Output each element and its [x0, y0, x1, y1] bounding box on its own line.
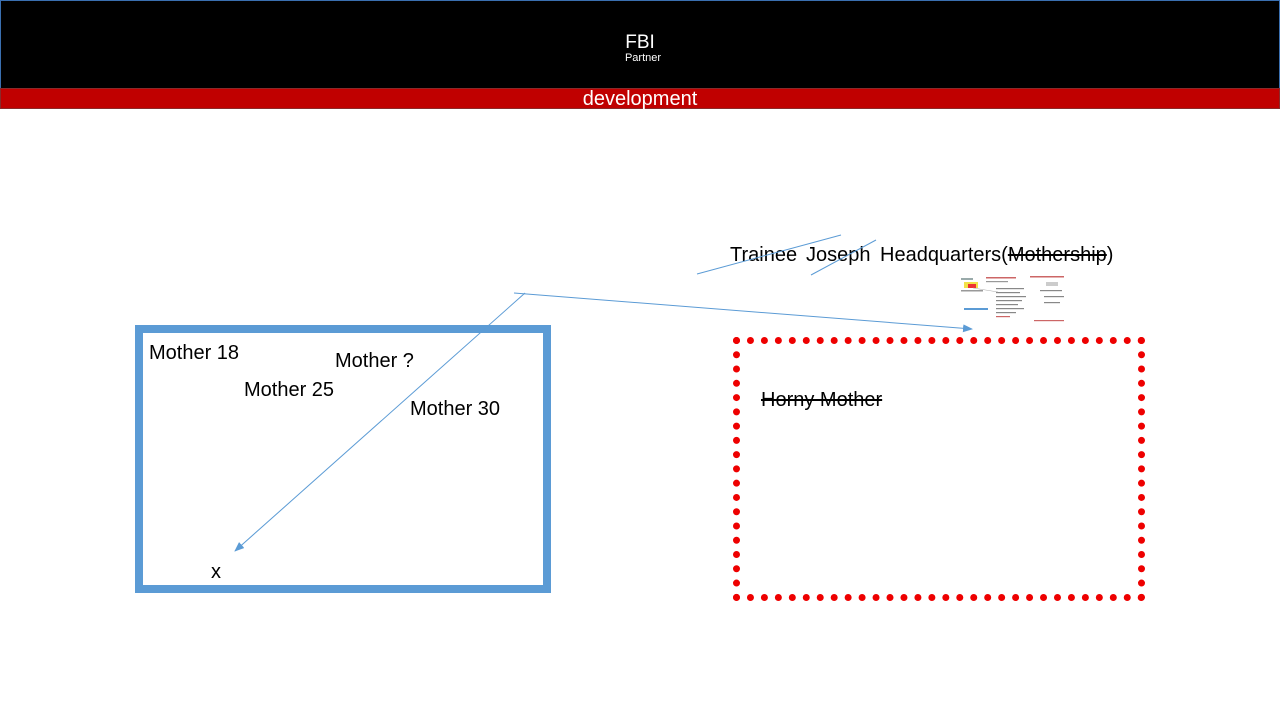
mother-30-label: Mother 30 [410, 398, 501, 420]
mother-unknown-label: Mother ? [335, 350, 414, 372]
strike-line-joseph [810, 239, 877, 276]
strike-line-trainee [696, 234, 842, 275]
mothership-struck-text: Mothership [1007, 244, 1107, 266]
header-subtitle: Partner [624, 52, 662, 64]
banner-label: development [582, 88, 698, 110]
horny-mother-struck-label: Horny Mother [761, 389, 883, 411]
blue-box [135, 325, 551, 593]
header-bar [0, 0, 1280, 88]
arrow-to-headquarters [513, 292, 973, 333]
mother-18-label: Mother 18 [149, 342, 240, 364]
thumbnail-image [961, 276, 1064, 322]
header-title: FBI [625, 32, 655, 53]
joseph-label: Joseph [806, 244, 871, 266]
mother-25-label: Mother 25 [244, 379, 335, 401]
arrow-to-x [234, 292, 526, 552]
headquarters-text: Headquarters( [880, 244, 1008, 266]
close-paren-text: ) [1106, 244, 1114, 266]
red-dotted-box [733, 337, 1145, 601]
x-label: x [211, 561, 221, 583]
headquarters-label: Headquarters(Mothership) [880, 243, 1113, 267]
